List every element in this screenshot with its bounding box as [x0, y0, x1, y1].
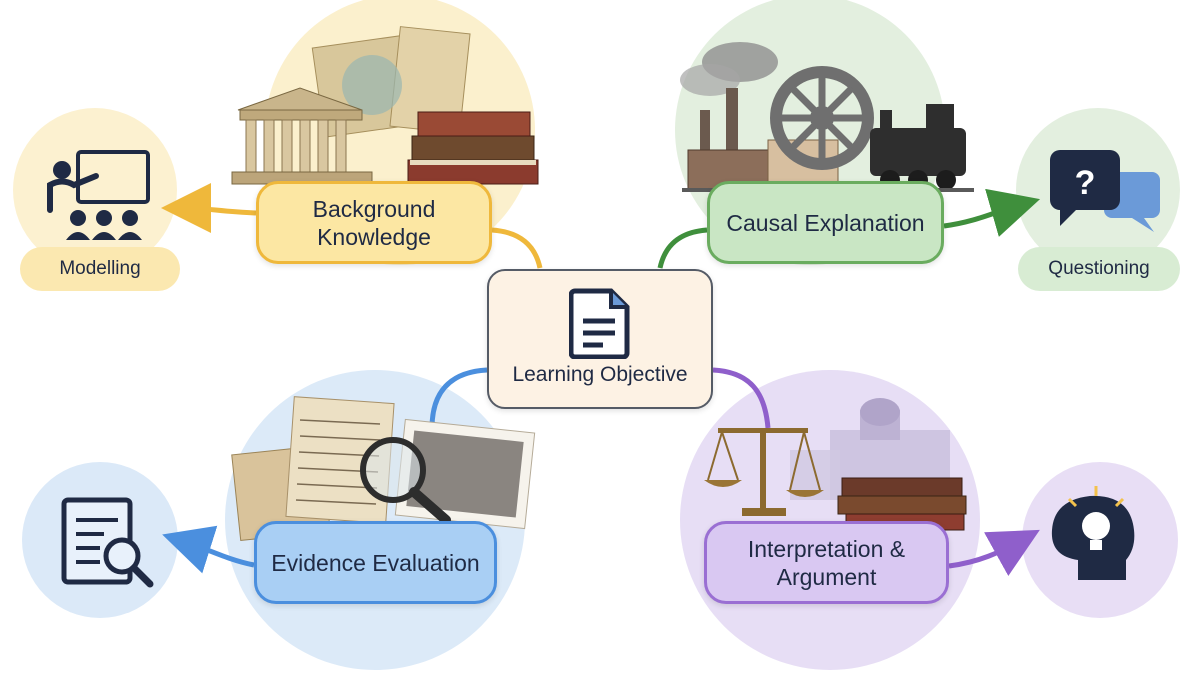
modelling-label: Modelling	[59, 258, 141, 279]
learning-objective-node: Learning Objective	[487, 269, 713, 409]
background-knowledge-node: Background Knowledge	[256, 181, 492, 264]
svg-text:?: ?	[1075, 164, 1096, 202]
causal-explanation-node: Causal Explanation	[707, 181, 944, 264]
ancient-temple-map-books-illustration	[231, 26, 539, 185]
questioning-label: Questioning	[1048, 258, 1150, 279]
manuscripts-magnifier-photo-illustration	[231, 396, 536, 542]
arrow-to-questioning	[943, 188, 1041, 237]
teacher-presenting-icon	[47, 150, 150, 240]
modelling-circle	[13, 108, 177, 272]
factory-gear-locomotive-illustration	[680, 42, 974, 192]
connector-background	[491, 227, 543, 269]
interpretation-argument-label: Interpretation & Argument	[747, 535, 906, 590]
background-knowledge-label: Background Knowledge	[312, 195, 436, 250]
arrow-to-interpretation-icon	[948, 529, 1040, 576]
speech-bubbles-question-icon: ?	[1050, 150, 1160, 232]
connector-causal	[657, 227, 708, 269]
evidence-evaluation-label: Evidence Evaluation	[271, 549, 480, 576]
modelling-pill: Modelling	[20, 247, 180, 291]
arrow-to-evidence-icon	[162, 525, 255, 574]
causal-explanation-label: Causal Explanation	[726, 209, 925, 236]
evidence-evaluation-node: Evidence Evaluation	[254, 521, 497, 604]
connector-interpretation	[712, 367, 771, 429]
connector-evidence	[429, 367, 488, 429]
head-lightbulb-icon	[1051, 486, 1135, 580]
arrow-to-modelling	[161, 183, 257, 234]
document-icon	[569, 288, 630, 359]
document-magnifier-icon	[61, 497, 154, 588]
questioning-pill: Questioning	[1018, 247, 1180, 291]
interpretation-argument-node: Interpretation & Argument	[704, 521, 949, 604]
learning-objective-label: Learning Objective	[512, 363, 688, 386]
